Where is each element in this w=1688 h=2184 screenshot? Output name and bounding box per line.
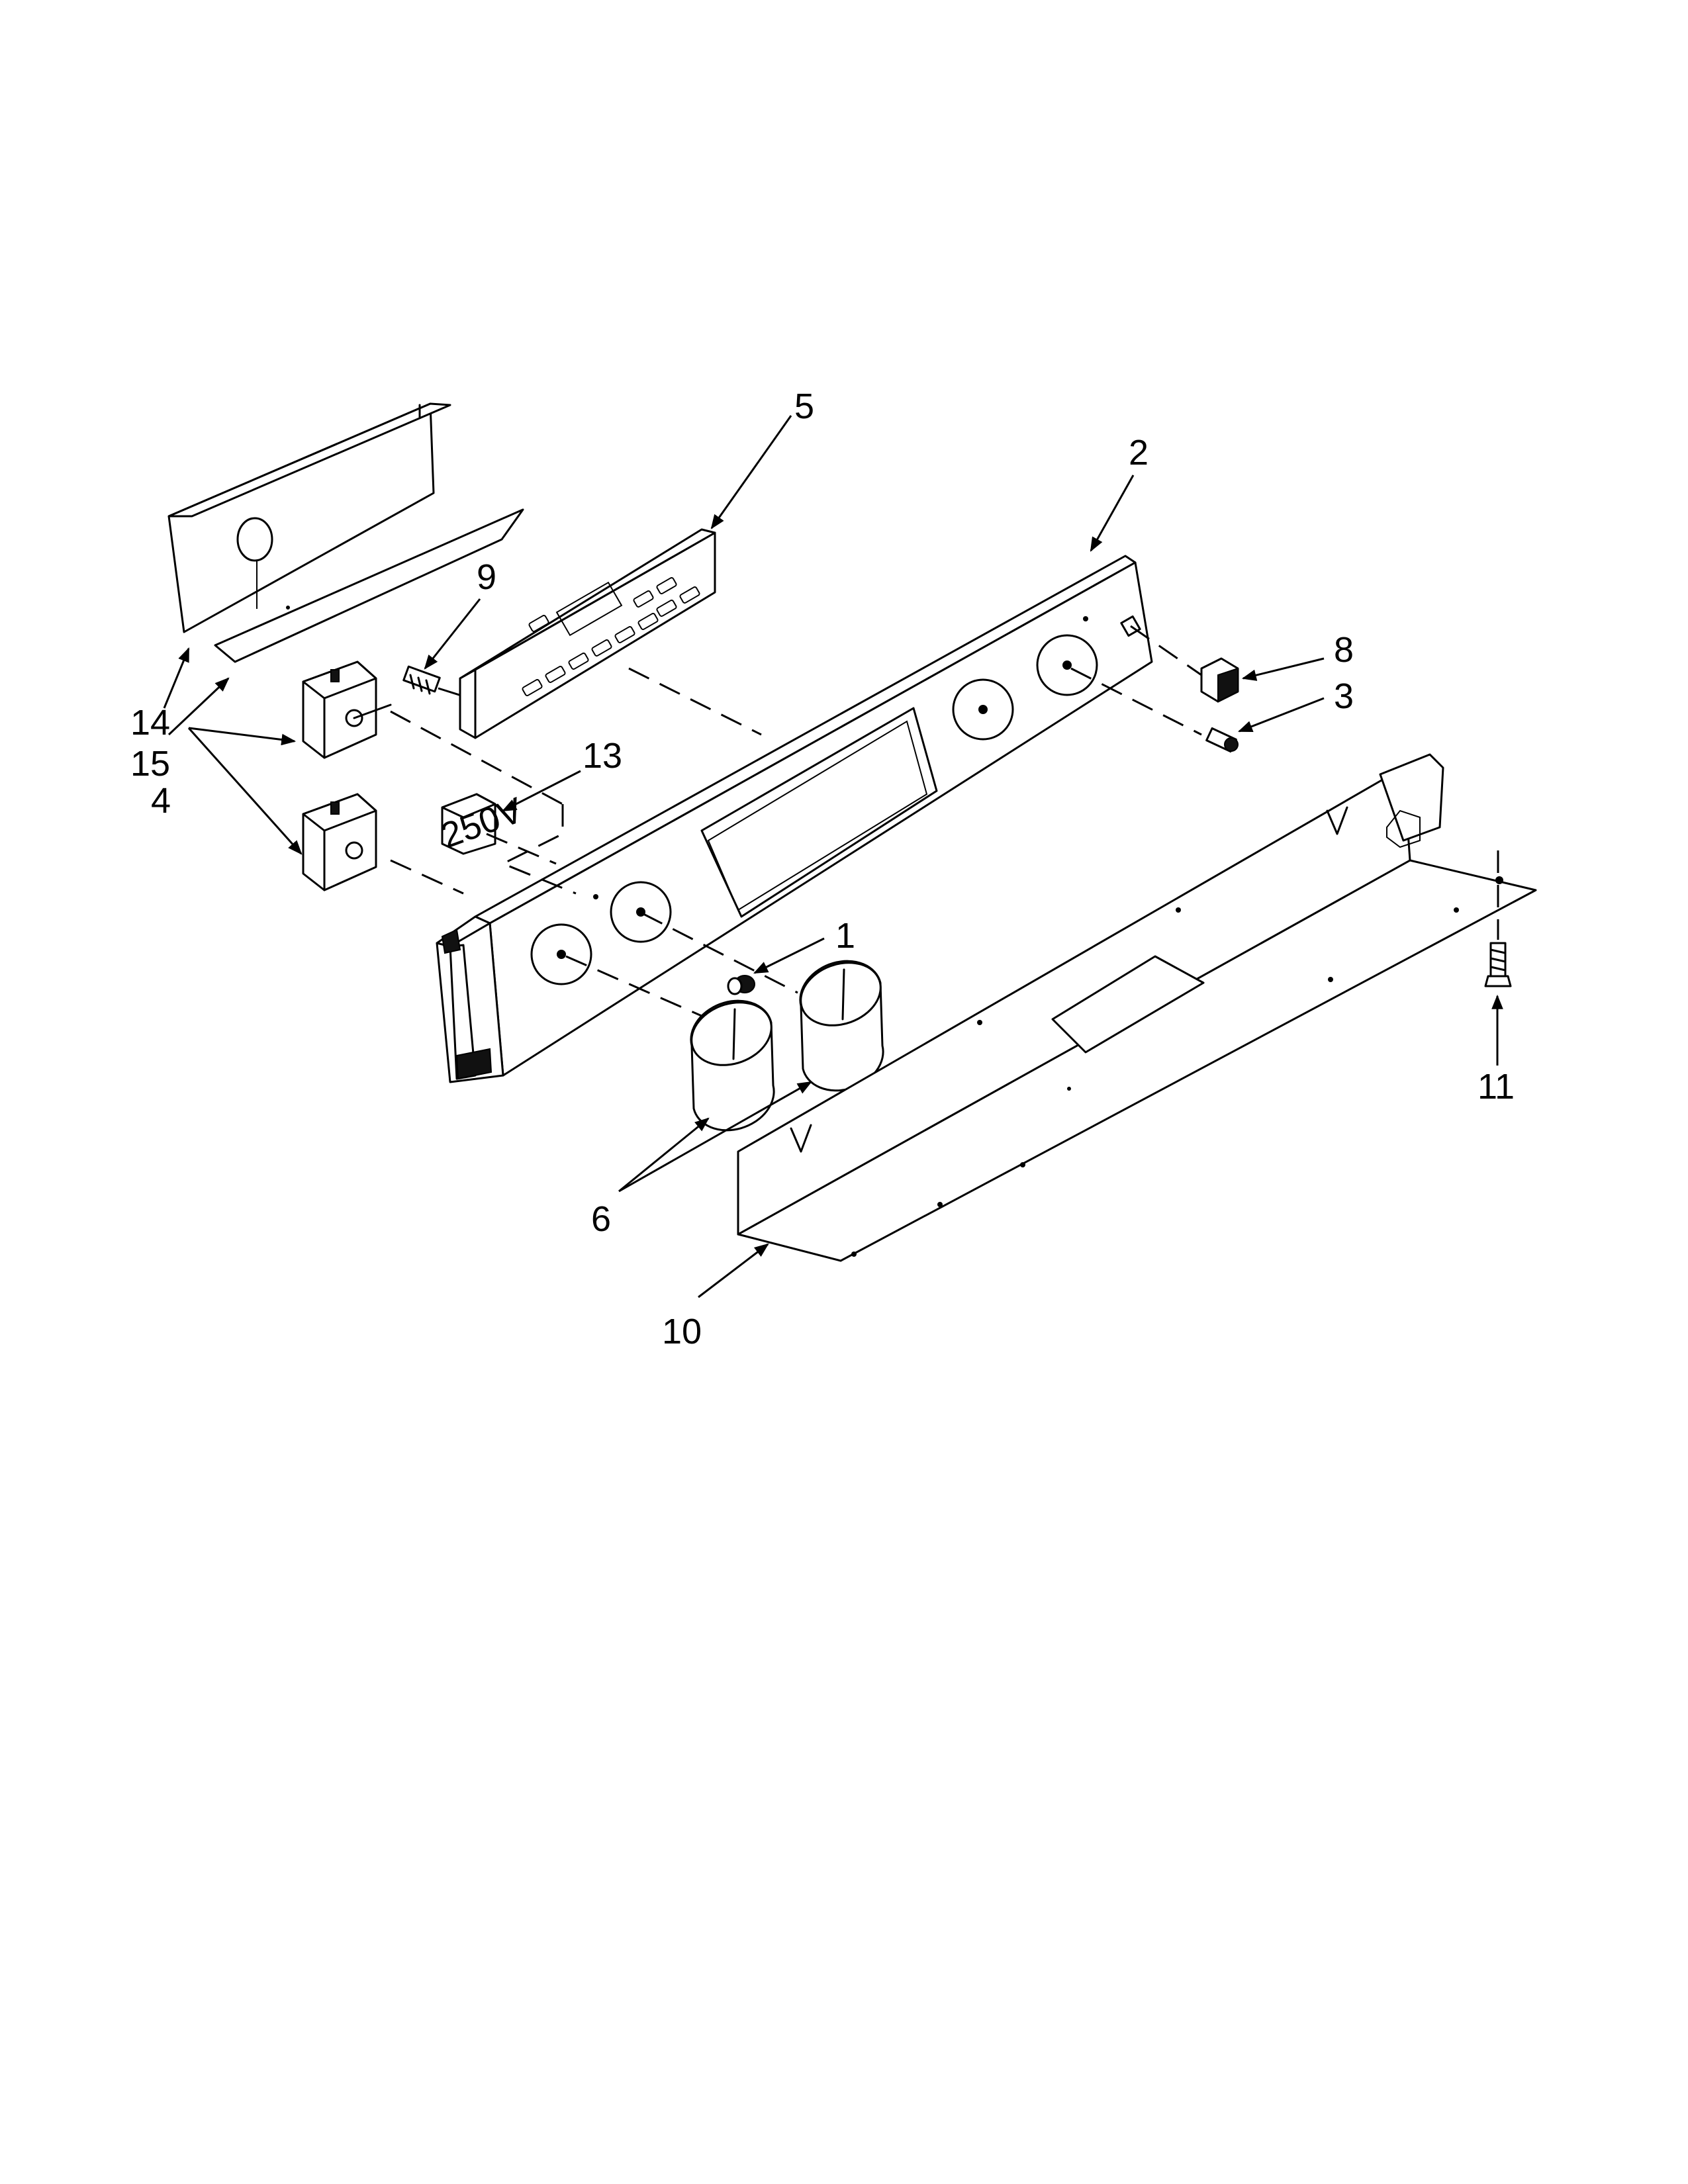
part-3-screw xyxy=(1205,727,1239,753)
part-13-switch: 250V xyxy=(436,790,528,856)
part-5-control-board xyxy=(459,528,716,739)
part-1-bushing xyxy=(727,975,755,995)
part-10-lower-channel xyxy=(737,753,1537,1262)
callout-9: 9 xyxy=(477,557,496,597)
callout-8: 8 xyxy=(1334,630,1354,670)
leader-lines xyxy=(163,415,1503,1298)
part-2-console-panel xyxy=(436,555,1153,1083)
callout-2: 2 xyxy=(1129,433,1149,473)
callout-14: 14 xyxy=(130,703,170,743)
part-9-screw xyxy=(402,665,441,695)
callout-10: 10 xyxy=(662,1312,702,1351)
callout-3: 3 xyxy=(1334,676,1354,716)
control-board-keypad xyxy=(522,577,700,696)
callout-4: 4 xyxy=(151,781,171,821)
alignment-lines xyxy=(390,625,1499,1017)
callout-6: 6 xyxy=(591,1199,611,1239)
part-6-knob-right xyxy=(799,960,884,1092)
callout-13: 13 xyxy=(583,736,622,776)
part-14-shield xyxy=(167,402,451,633)
part-6-knob-left xyxy=(690,999,775,1132)
callout-5: 5 xyxy=(794,387,814,426)
part-8-rocker-switch xyxy=(1200,657,1239,703)
part-4-infinite-switch-lower xyxy=(302,793,377,891)
shield-hole xyxy=(236,517,273,562)
part-11-screw xyxy=(1484,942,1512,987)
callout-15: 15 xyxy=(130,744,170,784)
part-4-infinite-switch-upper xyxy=(302,660,392,759)
part-15-strip xyxy=(214,508,524,663)
callout-1: 1 xyxy=(835,916,855,956)
callout-11: 11 xyxy=(1477,1067,1515,1107)
callout-labels: 5 2 9 8 3 13 14 15 4 1 11 6 10 xyxy=(130,387,1515,1351)
